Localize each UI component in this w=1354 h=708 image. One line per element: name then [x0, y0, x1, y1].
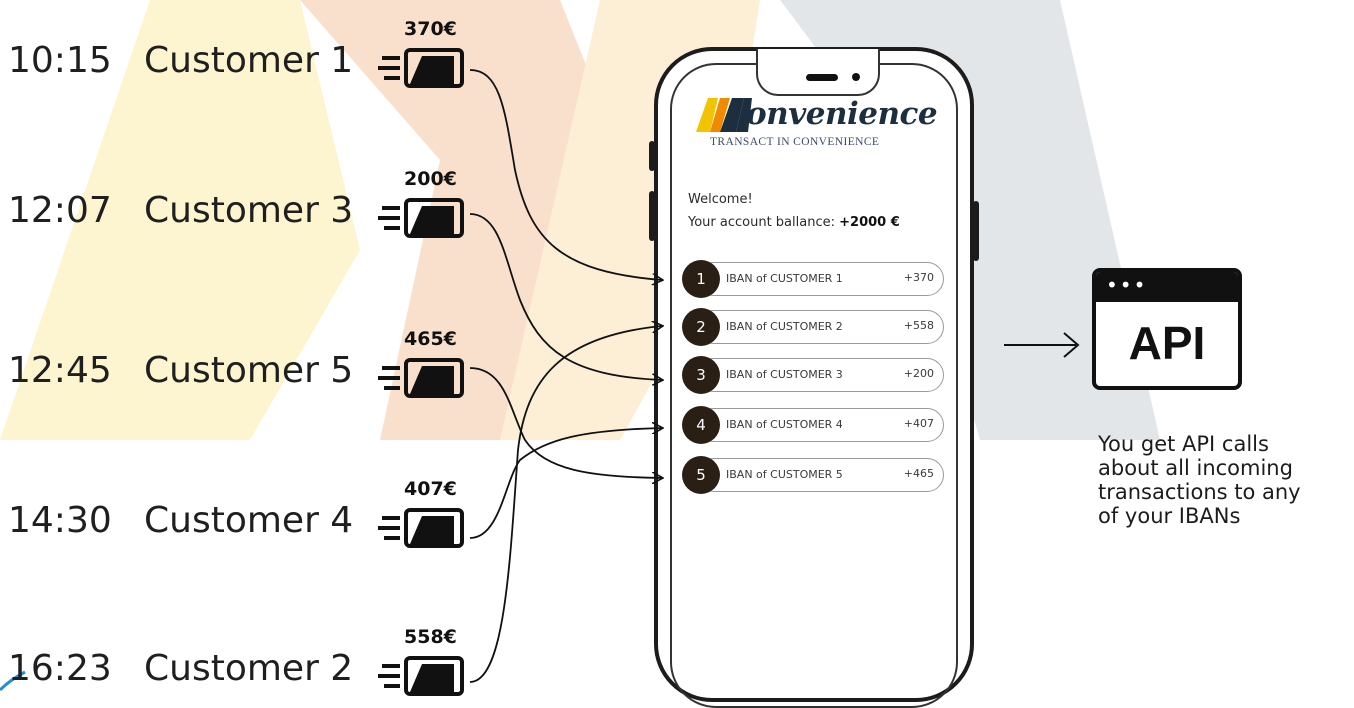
payment-card-icon	[378, 198, 464, 238]
brand-logo: onvenience TRANSACT IN CONVENIENCE	[696, 96, 938, 156]
volume-button	[649, 191, 655, 241]
logo-m-icon	[696, 98, 752, 132]
transaction-pill	[696, 310, 944, 344]
mute-switch	[649, 141, 655, 171]
api-description: You get API calls about all incoming tra…	[1098, 432, 1338, 528]
transaction-pill	[696, 262, 944, 296]
api-description-line: transactions to any	[1098, 480, 1301, 504]
transaction-amount: +465	[903, 467, 934, 480]
logo-tagline: TRANSACT IN CONVENIENCE	[710, 136, 880, 148]
transaction-iban: IBAN of CUSTOMER 3	[726, 368, 843, 381]
arrow-customer-5	[469, 367, 662, 478]
transaction-pill	[696, 408, 944, 442]
payment-card-icon	[378, 358, 464, 398]
api-window-icon: ••• API	[1092, 268, 1242, 390]
balance-value: +2000 €	[839, 215, 900, 230]
power-button	[973, 201, 979, 261]
speaker-icon	[806, 74, 838, 81]
transaction-iban: IBAN of CUSTOMER 5	[726, 468, 843, 481]
transaction-number: 5	[682, 456, 720, 494]
transaction-item-3[interactable]: 3 IBAN of CUSTOMER 3 +200	[682, 356, 944, 394]
transaction-item-4[interactable]: 4 IBAN of CUSTOMER 4 +407	[682, 406, 944, 444]
account-balance: Your account ballance: +2000 €	[688, 215, 900, 230]
transaction-amount: +200	[903, 367, 934, 380]
transaction-number: 4	[682, 406, 720, 444]
transaction-item-2[interactable]: 2 IBAN of CUSTOMER 2 +558	[682, 308, 944, 346]
payment-customer: Customer 1	[144, 40, 354, 81]
window-titlebar: •••	[1096, 272, 1238, 302]
api-label: API	[1128, 317, 1206, 369]
payment-time: 16:23	[8, 648, 112, 689]
phone-notch	[756, 49, 880, 96]
transaction-number: 2	[682, 308, 720, 346]
payment-customer: Customer 4	[144, 500, 354, 541]
transaction-item-5[interactable]: 5 IBAN of CUSTOMER 5 +465	[682, 456, 944, 494]
payment-amount: 200€	[404, 168, 457, 190]
payment-amount: 370€	[404, 18, 457, 40]
payment-card-icon	[378, 656, 464, 696]
payment-amount: 407€	[404, 478, 457, 500]
api-arrow-icon	[1004, 332, 1080, 358]
api-description-line: about all incoming	[1098, 456, 1293, 480]
payment-time: 12:07	[8, 190, 112, 231]
transaction-number: 3	[682, 356, 720, 394]
arrow-customer-2	[469, 326, 662, 683]
transaction-pill	[696, 358, 944, 392]
transaction-iban: IBAN of CUSTOMER 4	[726, 418, 843, 431]
payment-amount: 558€	[404, 626, 457, 648]
payment-customer: Customer 2	[144, 648, 354, 689]
api-description-line: You get API calls	[1098, 432, 1269, 456]
payment-card-icon	[378, 508, 464, 548]
logo-wordmark: onvenience	[746, 96, 938, 132]
camera-icon	[852, 73, 860, 81]
transaction-amount: +558	[903, 319, 934, 332]
payment-card-icon	[378, 48, 464, 88]
window-dots-icon: •••	[1106, 273, 1148, 297]
welcome-text: Welcome!	[688, 192, 753, 207]
transaction-iban: IBAN of CUSTOMER 1	[726, 272, 843, 285]
transaction-item-1[interactable]: 1 IBAN of CUSTOMER 1 +370	[682, 260, 944, 298]
transaction-amount: +407	[903, 417, 934, 430]
balance-label: Your account ballance:	[688, 215, 835, 230]
payment-customer: Customer 3	[144, 190, 354, 231]
arrow-customer-1	[469, 69, 662, 280]
transaction-number: 1	[682, 260, 720, 298]
transaction-amount: +370	[903, 271, 934, 284]
payment-amount: 465€	[404, 328, 457, 350]
payment-time: 12:45	[8, 350, 112, 391]
payment-customer: Customer 5	[144, 350, 354, 391]
transaction-iban: IBAN of CUSTOMER 2	[726, 320, 843, 333]
payment-time: 14:30	[8, 500, 112, 541]
arrow-customer-3	[469, 213, 662, 380]
arrow-customer-4	[469, 428, 662, 539]
payment-time: 10:15	[8, 40, 112, 81]
api-description-line: of your IBANs	[1098, 504, 1241, 528]
